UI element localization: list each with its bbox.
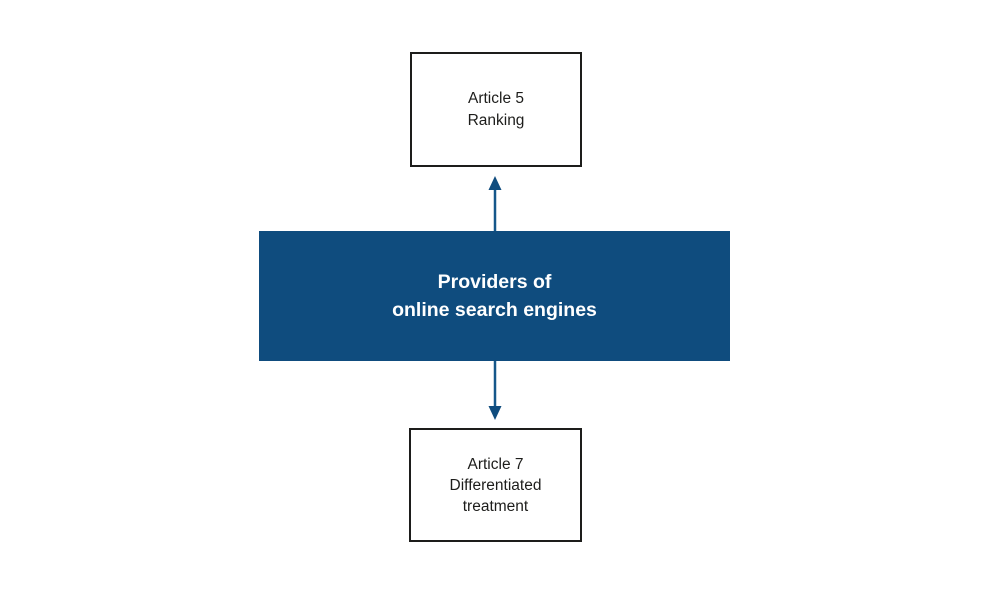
node-label-line: Article 5 [468,89,524,107]
node-article-7-differentiated-treatment: Article 7 Differentiated treatment [409,428,582,542]
node-label-line: Article 7 [467,455,524,473]
arrow-down-connector-icon [488,361,502,420]
node-label-line: Differentiated [449,476,542,494]
arrow-up-connector-icon [488,176,502,231]
node-label-line: Providers of [437,271,552,293]
node-label-line: treatment [462,497,529,515]
node-providers-online-search-engines: Providers of online search engines [259,231,730,361]
node-article-5-ranking: Article 5 Ranking [410,52,582,167]
node-label-line: online search engines [392,299,597,321]
node-label-line: Ranking [467,111,525,129]
